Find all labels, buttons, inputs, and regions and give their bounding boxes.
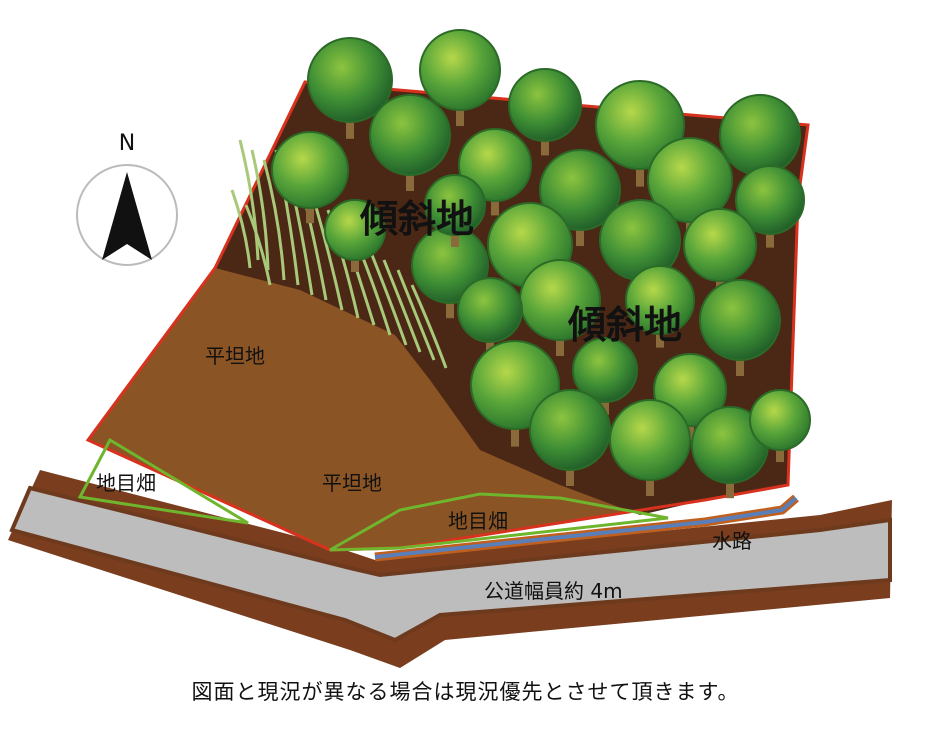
label-flat-1: 平坦地	[205, 344, 265, 368]
waterway-line	[374, 496, 798, 559]
tree-canopy	[419, 29, 501, 111]
tree-canopy	[647, 137, 733, 223]
label-slope-1: 傾斜地	[359, 197, 474, 241]
label-field-right: 地目畑	[448, 509, 508, 533]
tree-canopy	[271, 131, 349, 209]
label-road: 公道幅員約 4m	[484, 579, 623, 603]
tree-canopy	[539, 149, 621, 231]
reed-grass	[230, 139, 448, 369]
tree-canopy	[625, 265, 695, 335]
tree-canopy	[699, 279, 781, 361]
tree-canopy	[307, 37, 393, 123]
disclaimer-note: 図面と現況が異なる場合は現況優先とさせて頂きます。	[191, 680, 740, 704]
public-road	[9, 485, 892, 643]
tree-canopy	[719, 94, 801, 176]
tree-canopy	[572, 337, 638, 403]
tree-canopy	[595, 80, 685, 170]
label-slope-2: 傾斜地	[567, 303, 682, 347]
tree-canopy	[458, 128, 532, 202]
north-arrow: N	[76, 131, 178, 266]
field-left-outline	[77, 437, 249, 525]
tree-canopy	[683, 208, 757, 282]
tree-canopy	[735, 165, 805, 235]
tree-canopy	[529, 389, 611, 471]
tree-canopy	[749, 389, 811, 451]
field-right-outline	[329, 492, 669, 552]
tree-canopy	[508, 68, 582, 142]
tree-canopy	[424, 174, 486, 236]
label-waterway: 水路	[712, 529, 752, 553]
tree-canopy	[324, 199, 386, 261]
label-field-left: 地目畑	[96, 471, 156, 495]
tree-canopy	[457, 277, 523, 343]
tree-canopy	[369, 94, 451, 176]
label-flat-2: 平坦地	[322, 471, 382, 495]
forest	[271, 29, 811, 499]
north-label: N	[119, 131, 135, 156]
north-arrow-icon	[102, 172, 152, 260]
tree-canopy	[609, 399, 691, 481]
